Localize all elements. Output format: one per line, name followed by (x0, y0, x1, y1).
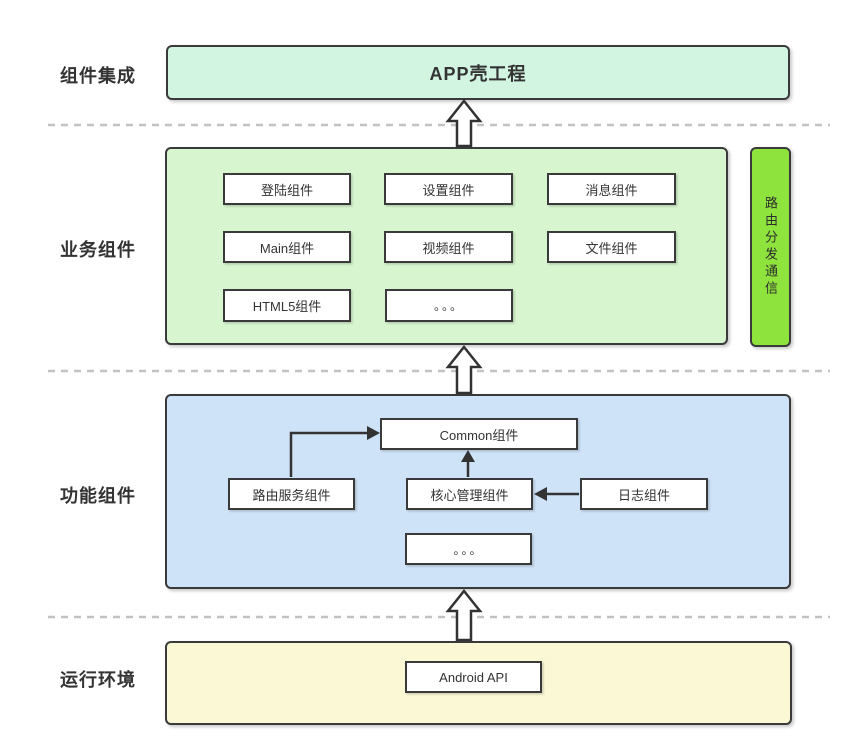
component-box-log: 日志组件 (580, 478, 708, 510)
layer-label-business: 业务组件 (60, 240, 136, 260)
routing-bar-label: 路由分发通信 (763, 196, 778, 298)
component-box-router-service: 路由服务组件 (228, 478, 355, 510)
component-box-settings: 设置组件 (384, 173, 513, 205)
component-box-main: Main组件 (223, 231, 351, 263)
component-box-message: 消息组件 (547, 173, 676, 205)
routing-bar-panel (750, 147, 791, 347)
component-box-file: 文件组件 (547, 231, 676, 263)
component-box-common: Common组件 (380, 418, 578, 450)
app-shell-title: APP壳工程 (429, 63, 527, 84)
component-box-core-manager: 核心管理组件 (406, 478, 533, 510)
component-box-android-api: Android API (405, 661, 542, 693)
layer-label-integration: 组件集成 (60, 66, 136, 86)
up-arrow-business-to-integration (445, 98, 483, 148)
up-arrow-function-to-business (445, 344, 483, 395)
component-box-video: 视频组件 (384, 231, 513, 263)
component-box-more-function: 。。。 (405, 533, 532, 565)
component-box-login: 登陆组件 (223, 173, 351, 205)
up-arrow-runtime-to-function (445, 588, 483, 642)
component-box-html5: HTML5组件 (223, 289, 351, 322)
layer-label-function: 功能组件 (60, 486, 136, 506)
component-box-more-business: 。。。 (385, 289, 513, 322)
layer-label-runtime: 运行环境 (60, 670, 136, 690)
